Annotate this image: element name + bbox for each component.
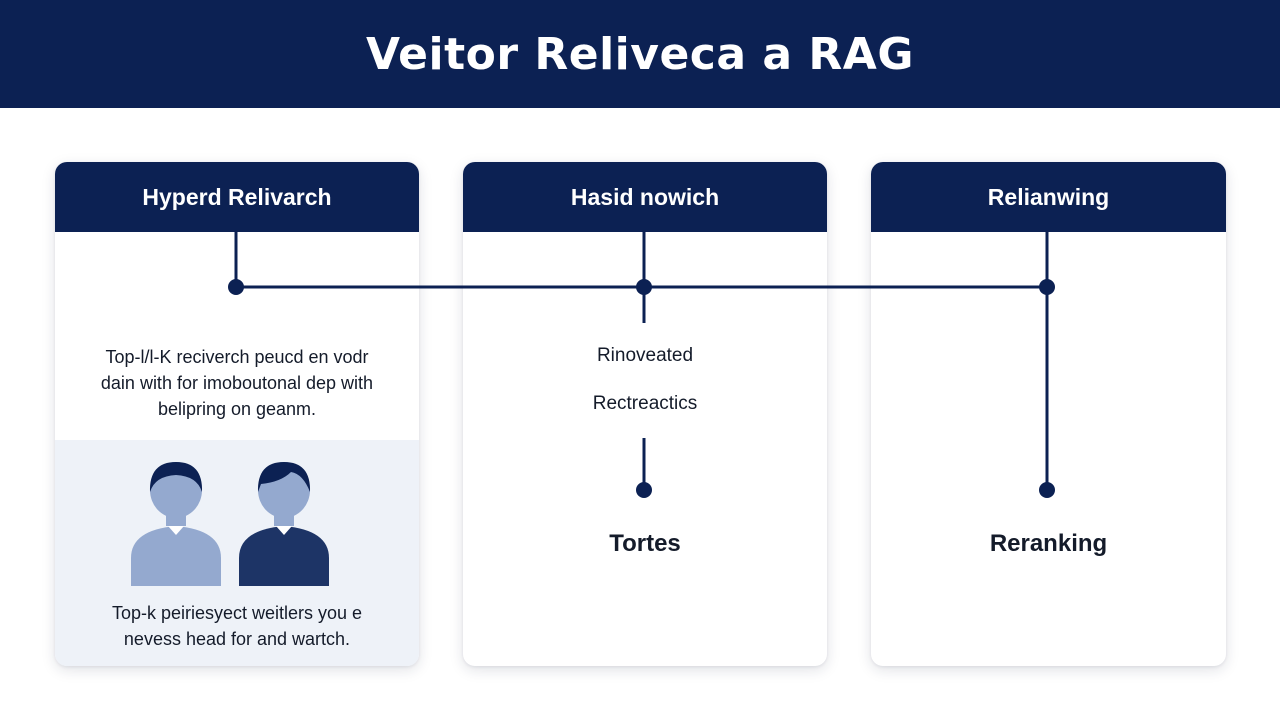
card-hasid-nowich: Hasid nowich Rinoveated Rectreactics Tor…: [463, 162, 827, 666]
description-line: Top-l/l-K reciverch peucd en vodr: [105, 347, 369, 367]
panel-caption: Top-k peiriesyect weitlers you e nevess …: [55, 600, 419, 652]
card-header: Relianwing: [871, 162, 1226, 232]
card-header: Hyperd Relivarch: [55, 162, 419, 232]
step-label: Rectreactics: [592, 393, 698, 414]
page-title: Veitor Reliveca a RAG: [366, 28, 914, 80]
card-description: Top-l/l-K reciverch peucd en vodr dain w…: [55, 344, 419, 422]
caption-line: Top-k peiriesyect weitlers you e: [111, 603, 363, 623]
users-illustration: [131, 462, 329, 586]
person-icon-dark: [239, 462, 329, 586]
caption-line: nevess head for and wartch.: [123, 629, 351, 649]
users-panel: Top-k peiriesyect weitlers you e nevess …: [55, 440, 419, 666]
result-label: Reranking: [989, 530, 1108, 557]
description-line: belipring on geanm.: [157, 399, 317, 419]
title-banner: Veitor Reliveca a RAG: [0, 0, 1280, 108]
person-icon-light: [131, 462, 221, 586]
card-header: Hasid nowich: [463, 162, 827, 232]
card-relianwing: Relianwing Reranking: [871, 162, 1226, 666]
card-hybrid-retrieval: Hyperd Relivarch Top-l/l-K reciverch peu…: [55, 162, 419, 666]
step-label: Rinoveated: [596, 345, 694, 366]
description-line: dain with for imoboutonal dep with: [100, 373, 374, 393]
result-label: Tortes: [609, 530, 681, 557]
